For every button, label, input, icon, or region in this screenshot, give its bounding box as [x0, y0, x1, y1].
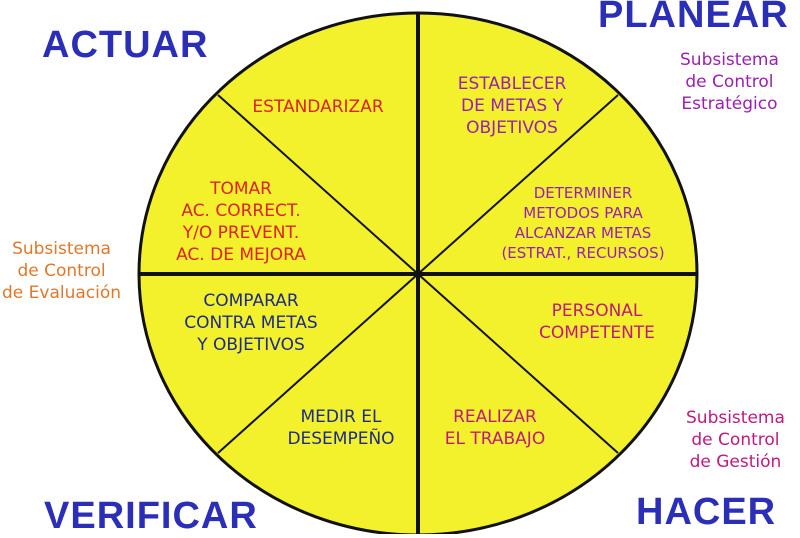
subsystem-estrategico-label: Subsistema de Control Estratégico	[680, 49, 779, 115]
segment-text-line: Y OBJETIVOS	[197, 335, 305, 355]
segment-text-line: Y/O PREVENT.	[182, 223, 300, 243]
diagonal-divider-sw	[217, 273, 419, 454]
diagonal-divider-ne	[417, 94, 619, 275]
segment-text-line: EL TRABAJO	[444, 429, 546, 449]
subsystem-gestion-line-2: de Control	[691, 430, 780, 450]
segment-personal-competente: PERSONAL COMPETENTE	[512, 300, 682, 344]
segment-text-line: COMPARAR	[203, 291, 299, 311]
segment-realizar-trabajo: REALIZAR EL TRABAJO	[420, 406, 570, 450]
segment-text-line: OBJETIVOS	[466, 118, 558, 138]
subsystem-gestion-label: Subsistema de Control de Gestión	[686, 407, 785, 473]
diagonal-divider-se	[417, 273, 619, 454]
segment-text-line: DE METAS Y	[461, 96, 563, 116]
segment-text-line: METODOS PARA	[523, 204, 643, 222]
quadrant-title-verificar: VERIFICAR	[44, 495, 258, 537]
segment-text-line: DESEMPEÑO	[287, 429, 395, 449]
subsystem-gestion-line-1: Subsistema	[686, 408, 785, 428]
subsystem-evaluacion-line-2: de Control	[17, 261, 106, 281]
subsystem-estrategico-line-3: Estratégico	[681, 94, 778, 114]
segment-text-line: CONTRA METAS	[184, 313, 318, 333]
quadrant-title-actuar: ACTUAR	[42, 24, 209, 66]
segment-comparar-metas: COMPARAR CONTRA METAS Y OBJETIVOS	[156, 290, 346, 356]
segment-text-line: ESTANDARIZAR	[252, 97, 384, 117]
segment-text-line: TOMAR	[210, 179, 272, 199]
segment-text-line: AC. CORRECT.	[181, 201, 301, 221]
segment-estandarizar: ESTANDARIZAR	[228, 96, 408, 118]
segment-text-line: PERSONAL	[551, 301, 643, 321]
quadrant-title-hacer: HACER	[636, 491, 777, 533]
subsystem-evaluacion-line-1: Subsistema	[12, 239, 111, 259]
segment-text-line: AC. DE MEJORA	[176, 245, 306, 265]
segment-text-line: ALCANZAR METAS	[514, 224, 652, 242]
quadrant-title-planear: PLANEAR	[598, 0, 789, 36]
segment-text-line: ESTABLECER	[457, 74, 567, 94]
segment-text-line: DETERMINER	[533, 184, 633, 202]
segment-medir-desempeno: MEDIR EL DESEMPEÑO	[266, 406, 416, 450]
subsystem-evaluacion-label: Subsistema de Control de Evaluación	[2, 238, 121, 304]
segment-establecer-metas: ESTABLECER DE METAS Y OBJETIVOS	[432, 73, 592, 139]
segment-determinar-metodos: DETERMINER METODOS PARA ALCANZAR METAS (…	[478, 183, 688, 263]
subsystem-gestion-line-3: de Gestión	[689, 452, 782, 472]
segment-text-line: MEDIR EL	[300, 407, 382, 427]
segment-text-line: COMPETENTE	[539, 323, 655, 343]
subsystem-estrategico-line-2: de Control	[685, 72, 774, 92]
segment-text-line: (ESTRAT., RECURSOS)	[501, 244, 665, 262]
segment-tomar-acciones: TOMAR AC. CORRECT. Y/O PREVENT. AC. DE M…	[146, 178, 336, 266]
segment-text-line: REALIZAR	[453, 407, 537, 427]
subsystem-estrategico-line-1: Subsistema	[680, 50, 779, 70]
subsystem-evaluacion-line-3: de Evaluación	[2, 283, 122, 303]
diagonal-divider-nw	[217, 94, 419, 275]
